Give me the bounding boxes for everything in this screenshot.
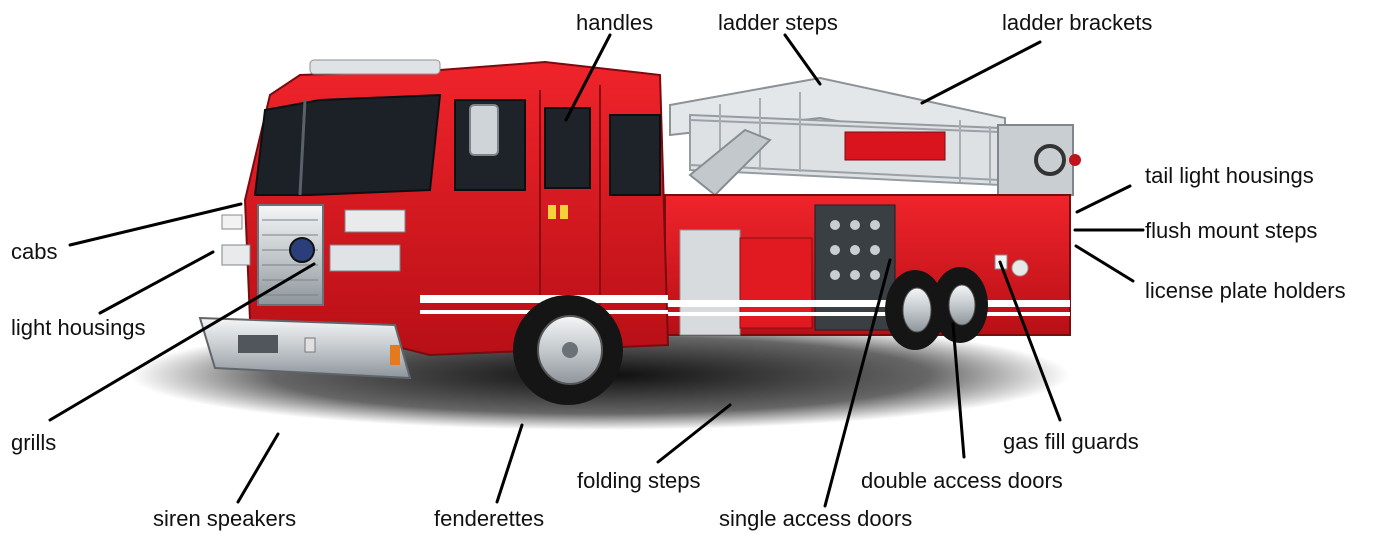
leader-cabs xyxy=(70,204,241,245)
label-gas-fill-guards: gas fill guards xyxy=(1003,429,1139,455)
label-grills: grills xyxy=(11,430,56,456)
ladder-icon xyxy=(670,78,1081,195)
label-fenderettes: fenderettes xyxy=(434,506,544,532)
label-ladder-brackets: ladder brackets xyxy=(1002,10,1152,36)
leader-light-housings xyxy=(100,252,213,313)
label-ladder-steps: ladder steps xyxy=(718,10,838,36)
label-handles: handles xyxy=(576,10,653,36)
leader-fenderettes xyxy=(497,425,522,502)
leader-ladder-steps xyxy=(785,35,820,84)
label-single-access-doors: single access doors xyxy=(719,506,912,532)
label-cabs: cabs xyxy=(11,239,57,265)
rear-body-icon xyxy=(665,195,1070,335)
bumper-icon xyxy=(200,318,410,378)
front-wheel-icon xyxy=(513,295,623,405)
label-folding-steps: folding steps xyxy=(577,468,701,494)
label-siren-speakers: siren speakers xyxy=(153,506,296,532)
leader-ladder-brackets xyxy=(922,42,1040,103)
label-license-plate-holders: license plate holders xyxy=(1145,278,1346,304)
leader-siren-speakers xyxy=(238,434,278,502)
label-tail-light-housings: tail light housings xyxy=(1145,163,1314,189)
label-double-access-doors: double access doors xyxy=(861,468,1063,494)
label-light-housings: light housings xyxy=(11,315,146,341)
label-flush-mount-steps: flush mount steps xyxy=(1145,218,1317,244)
leader-license-plate-holders xyxy=(1076,246,1133,281)
leader-tail-light-housings xyxy=(1077,186,1130,212)
